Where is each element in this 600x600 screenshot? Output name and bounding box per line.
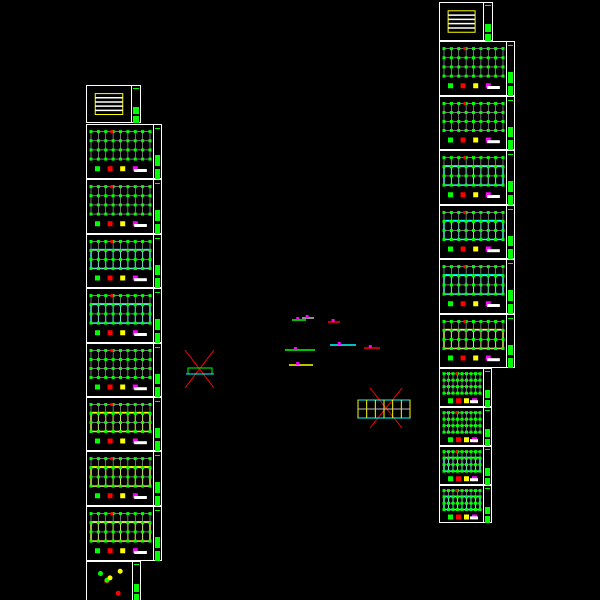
sheet-drawing (442, 319, 505, 362)
sheet-drawing (89, 185, 152, 227)
drawing-sheet[interactable] (439, 150, 515, 205)
title-block (131, 86, 140, 124)
title-block (153, 180, 161, 234)
drawing-sheet[interactable] (439, 407, 492, 447)
sheet-drawing (89, 294, 152, 336)
sheet-drawing (89, 402, 152, 445)
drawing-sheet[interactable] (86, 124, 162, 179)
drawing-sheet[interactable] (86, 506, 162, 561)
title-block (132, 562, 140, 600)
drawing-sheet[interactable] (439, 2, 493, 42)
title-block (506, 206, 514, 259)
drawing-sheet[interactable] (86, 397, 162, 451)
drawing-sheet[interactable] (86, 234, 162, 288)
sheet-drawing (89, 130, 152, 172)
drawing-sheet[interactable] (439, 368, 492, 408)
sheet-drawing (98, 568, 123, 596)
sheet-drawing (89, 348, 152, 391)
sheet-drawing (89, 239, 152, 282)
drawing-sheet[interactable] (439, 205, 515, 259)
drawing-sheet[interactable] (439, 485, 492, 524)
sheet-drawing (89, 512, 152, 554)
sheet-drawing (442, 411, 482, 443)
title-block (506, 151, 514, 205)
title-block (153, 235, 161, 288)
title-block (483, 3, 492, 42)
title-block (506, 260, 514, 314)
sheet-drawing (94, 93, 124, 115)
title-block (153, 398, 161, 451)
title-block (506, 42, 514, 96)
drawing-sheet[interactable] (439, 96, 515, 150)
drawing-sheet[interactable] (86, 85, 141, 124)
sheet-drawing (442, 372, 482, 404)
sheet-drawing (442, 265, 505, 307)
drawing-sheet[interactable] (86, 179, 162, 234)
title-block (483, 447, 491, 486)
sheet-drawing (442, 210, 505, 253)
drawing-sheet[interactable] (86, 343, 162, 397)
drawing-sheet[interactable] (439, 446, 492, 486)
sheet-drawing (442, 47, 505, 89)
sheet-drawing (442, 156, 505, 198)
drawing-sheet[interactable] (439, 259, 515, 314)
sheet-drawing (442, 488, 482, 520)
title-block (506, 97, 514, 150)
sheet-drawing (89, 457, 152, 499)
title-block (153, 344, 161, 397)
title-block (483, 408, 491, 447)
sheet-drawing (447, 10, 476, 33)
sheet-drawing (442, 101, 505, 144)
drawing-sheet[interactable] (439, 41, 515, 96)
drawing-sheet[interactable] (86, 451, 162, 506)
title-block (153, 452, 161, 506)
drawing-sheet[interactable] (86, 288, 162, 343)
title-block (483, 369, 491, 408)
drawing-sheet[interactable] (86, 561, 141, 600)
drawing-sheet[interactable] (439, 314, 515, 368)
title-block (483, 486, 491, 524)
title-block (153, 507, 161, 561)
title-block (506, 315, 514, 368)
title-block (153, 289, 161, 343)
title-block (153, 125, 161, 179)
sheet-drawing (442, 450, 482, 482)
